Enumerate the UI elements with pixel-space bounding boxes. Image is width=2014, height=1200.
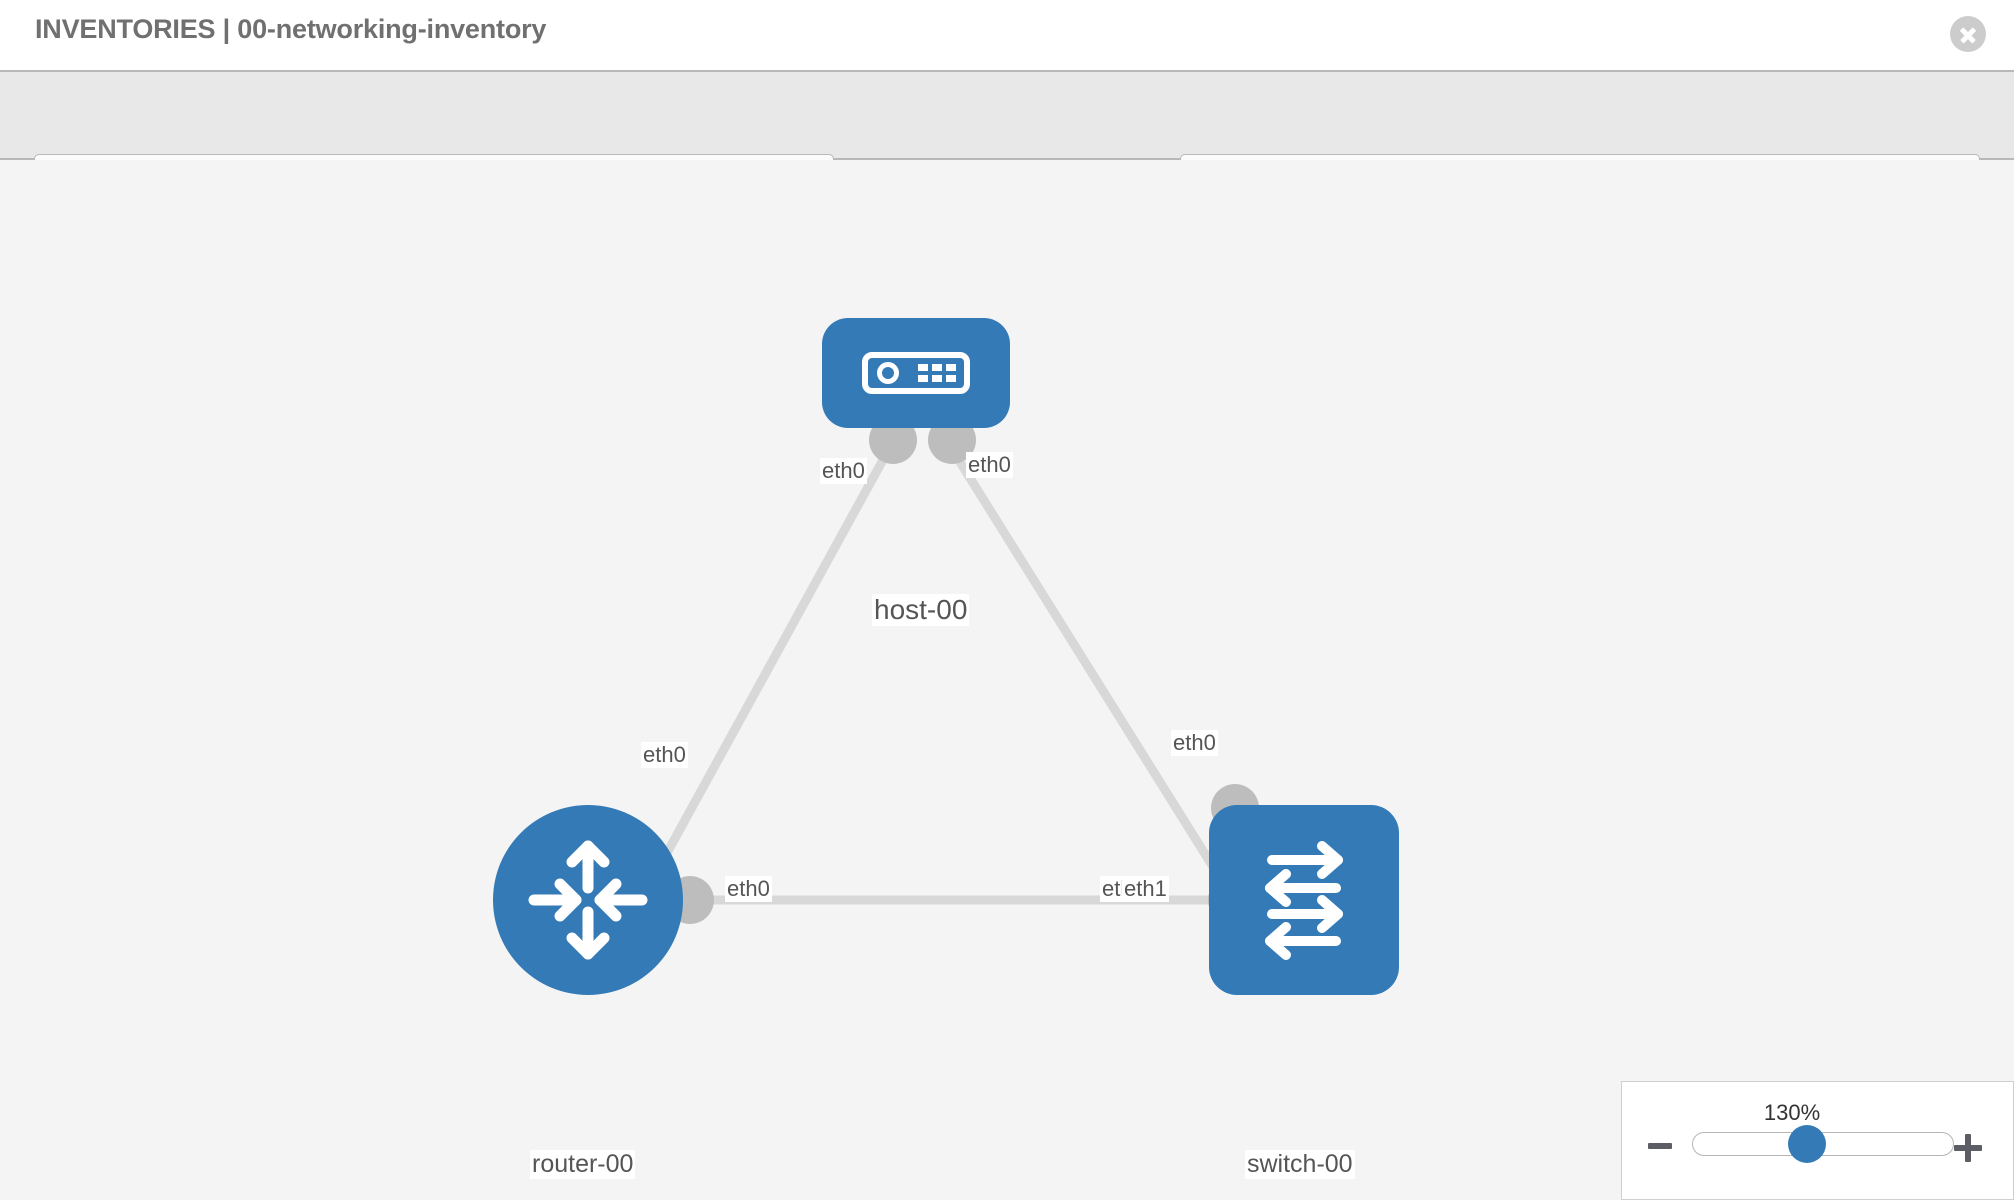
node-router-00-shape[interactable] <box>493 805 683 995</box>
port-host-left[interactable] <box>869 416 917 464</box>
interface-label-host-left: eth0 <box>820 458 867 484</box>
plus-icon-bar-vertical <box>1965 1134 1971 1162</box>
interface-label-switch-up: eth0 <box>1171 730 1218 756</box>
page-header: INVENTORIES | 00-networking-inventory <box>0 0 2014 70</box>
topology-edges <box>636 416 1259 924</box>
interface-label-host-right: eth0 <box>966 452 1013 478</box>
node-router-00-label: router-00 <box>530 1150 636 1179</box>
minus-icon[interactable] <box>1648 1134 1672 1158</box>
interface-label-router-right: eth0 <box>725 876 772 902</box>
node-switch-00-label: switch-00 <box>1245 1150 1355 1179</box>
plus-icon[interactable] <box>1954 1134 1982 1162</box>
interface-label-switch-left: eth1 <box>1122 876 1169 902</box>
toolbar: ACTIONS SEARCH <box>0 70 2014 206</box>
close-icon[interactable] <box>1950 16 1986 52</box>
zoom-level-value: 130% <box>1763 1100 1821 1125</box>
server-icon <box>862 352 970 394</box>
port-host-right[interactable] <box>928 416 976 464</box>
edge-host-router[interactable] <box>636 435 899 905</box>
topology-canvas[interactable]: host-00 router-00 <box>0 160 2014 1200</box>
minus-icon-bar <box>1648 1143 1672 1149</box>
node-switch-00-shape[interactable] <box>1209 805 1399 995</box>
page-title: INVENTORIES | 00-networking-inventory <box>35 14 547 44</box>
switch-arrows-icon <box>1265 841 1343 960</box>
node-host-00-label: host-00 <box>872 594 970 626</box>
router-arrows-icon <box>528 840 648 960</box>
zoom-slider-thumb[interactable] <box>1788 1125 1826 1163</box>
node-host-00-shape[interactable] <box>822 318 1010 428</box>
zoom-panel: 130% <box>1621 1081 2014 1200</box>
interface-label-router-up: eth0 <box>641 742 688 768</box>
edge-host-switch[interactable] <box>941 435 1239 905</box>
